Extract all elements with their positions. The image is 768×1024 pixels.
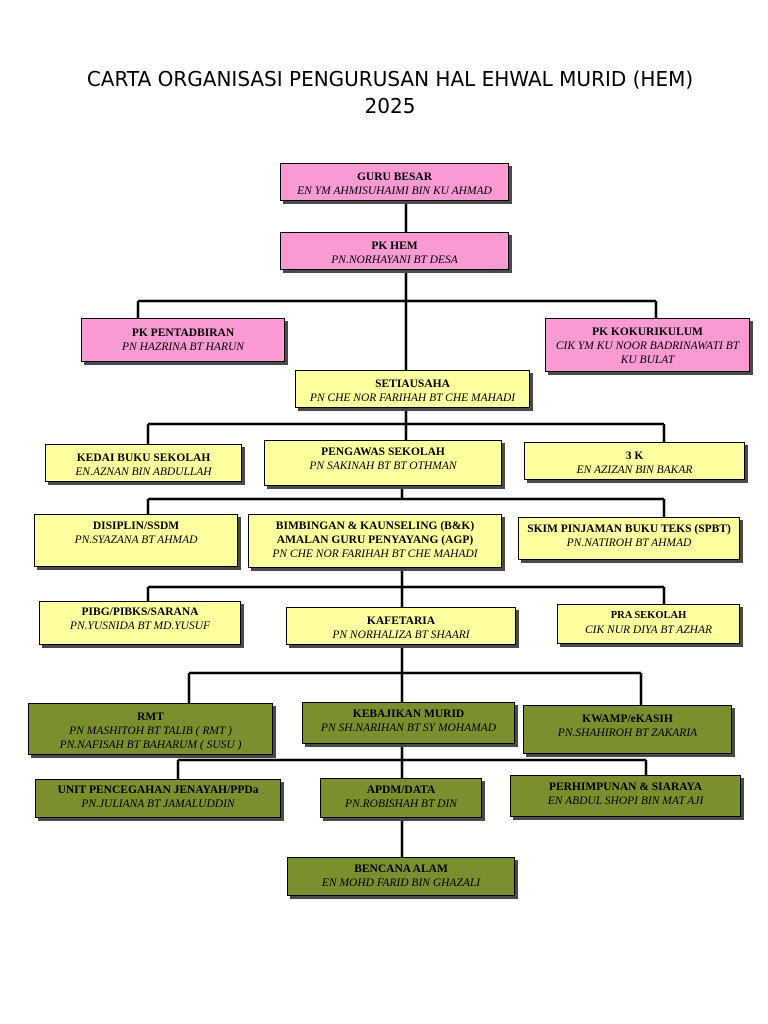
node-name: EN.AZNAN BIN ABDULLAH (75, 466, 212, 478)
node-name: CIK YM KU NOOR BADRINAWATI BT KU BULAT (555, 340, 740, 366)
node-role: 3 K (625, 450, 644, 462)
node-perhimpunan: PERHIMPUNAN & SIARAYA EN ABDUL SHOPI BIN… (510, 775, 741, 817)
chart-title: CARTA ORGANISASI PENGURUSAN HAL EHWAL MU… (0, 66, 768, 120)
node-kafetaria: KAFETARIA PN NORHALIZA BT SHAARI (286, 607, 516, 645)
node-3k: 3 K EN AZIZAN BIN BAKAR (524, 442, 745, 480)
node-bimbingan-kaunseling: BIMBINGAN & KAUNSELING (B&K) AMALAN GURU… (248, 514, 502, 568)
node-role: KWAMP/eKASIH (582, 713, 673, 725)
node-pra-sekolah: PRA SEKOLAH CIK NUR DIYA BT AZHAR (557, 604, 740, 644)
node-name: PN HAZRINA BT HARUN (122, 341, 244, 353)
node-role: KEBAJIKAN MURID (352, 708, 465, 720)
node-pk-pentadbiran: PK PENTADBIRAN PN HAZRINA BT HARUN (81, 318, 285, 362)
node-name: PN CHE NOR FARIHAH BT CHE MAHADI (272, 548, 478, 560)
node-role: PENGAWAS SEKOLAH (321, 446, 445, 458)
node-role: BENCANA ALAM (354, 863, 448, 875)
node-setiausaha: SETIAUSAHA PN CHE NOR FARIHAH BT CHE MAH… (295, 370, 530, 408)
node-role: DISIPLIN/SSDM (92, 520, 180, 532)
node-kwamp-ekasih: KWAMP/eKASIH PN.SHAHIROH BT ZAKARIA (523, 705, 732, 754)
node-name: PN SAKINAH BT BT OTHMAN (309, 460, 457, 472)
node-role: PK KOKURIKULUM (592, 326, 703, 338)
chart-title-line1: CARTA ORGANISASI PENGURUSAN HAL EHWAL MU… (86, 67, 694, 91)
node-kebajikan-murid: KEBAJIKAN MURID PN SH.NARIHAN BT SY MOHA… (302, 702, 515, 744)
node-name: EN ABDUL SHOPI BIN MAT AJI (547, 795, 704, 807)
node-pk-hem: PK HEM PN.NORHAYANI BT DESA (280, 232, 509, 270)
chart-title-year: 2025 (364, 94, 416, 118)
node-name: PN.YUSNIDA BT MD.YUSUF (69, 620, 211, 632)
node-name: CIK NUR DIYA BT AZHAR (585, 624, 712, 636)
node-role: PK PENTADBIRAN (131, 327, 235, 339)
node-pk-kokurikulum: PK KOKURIKULUM CIK YM KU NOOR BADRINAWAT… (545, 318, 750, 372)
node-name: PN.NORHAYANI BT DESA (331, 254, 458, 266)
node-apdm-data: APDM/DATA PN.ROBISHAH BT DIN (320, 778, 482, 818)
node-role: PK HEM (371, 240, 418, 252)
node-name: EN MOHD FARID BIN GHAZALI (321, 877, 481, 889)
node-pengawas: PENGAWAS SEKOLAH PN SAKINAH BT BT OTHMAN (264, 440, 502, 486)
node-role: RMT (137, 711, 164, 723)
node-name: PN.SHAHIROH BT ZAKARIA (557, 727, 698, 739)
node-name: EN YM AHMISUHAIMI BIN KU AHMAD (297, 185, 492, 197)
node-name: EN AZIZAN BIN BAKAR (576, 464, 693, 476)
node-name: PN.NATIROH BT AHMAD (566, 537, 692, 549)
node-disiplin: DISIPLIN/SSDM PN.SYAZANA BT AHMAD (34, 514, 238, 567)
node-unit-pencegahan: UNIT PENCEGAHAN JENAYAH/PPDa PN.JULIANA … (35, 779, 281, 818)
node-name-secondary: PN.NAFISAH BT BAHARUM ( SUSU ) (59, 739, 242, 751)
node-role: BIMBINGAN & KAUNSELING (B&K) (275, 520, 475, 532)
node-bencana-alam: BENCANA ALAM EN MOHD FARID BIN GHAZALI (287, 857, 515, 896)
node-role: UNIT PENCEGAHAN JENAYAH/PPDa (57, 784, 259, 796)
node-role: APDM/DATA (366, 784, 436, 796)
node-name: PN SH.NARIHAN BT SY MOHAMAD (320, 722, 497, 734)
node-name: PN NORHALIZA BT SHAARI (332, 629, 470, 641)
node-name: PN.JULIANA BT JAMALUDDIN (81, 798, 235, 810)
node-name: PN.ROBISHAH BT DIN (345, 798, 457, 810)
node-name: PN MASHITOH BT TALIB ( RMT ) (69, 725, 232, 737)
node-role: PERHIMPUNAN & SIARAYA (548, 781, 703, 793)
node-role: SKIM PINJAMAN BUKU TEKS (SPBT) (527, 523, 731, 535)
node-name: PN.SYAZANA BT AHMAD (74, 534, 198, 546)
node-pibg: PIBG/PIBKS/SARANA PN.YUSNIDA BT MD.YUSUF (39, 601, 241, 645)
node-spbt: SKIM PINJAMAN BUKU TEKS (SPBT) PN.NATIRO… (518, 517, 740, 560)
node-name: PN CHE NOR FARIHAH BT CHE MAHADI (309, 392, 516, 404)
node-role: KAFETARIA (366, 615, 436, 627)
node-role: KEDAI BUKU SEKOLAH (76, 452, 211, 464)
node-role: GURU BESAR (356, 171, 433, 183)
node-role: PIBG/PIBKS/SARANA (81, 606, 199, 618)
node-kedai-buku: KEDAI BUKU SEKOLAH EN.AZNAN BIN ABDULLAH (45, 444, 242, 482)
node-role: SETIAUSAHA (375, 378, 450, 390)
node-role-secondary: AMALAN GURU PENYAYANG (AGP) (276, 534, 474, 546)
node-guru-besar: GURU BESAR EN YM AHMISUHAIMI BIN KU AHMA… (280, 163, 509, 201)
node-rmt: RMT PN MASHITOH BT TALIB ( RMT ) PN.NAFI… (28, 703, 273, 755)
node-role: PRA SEKOLAH (610, 610, 687, 621)
